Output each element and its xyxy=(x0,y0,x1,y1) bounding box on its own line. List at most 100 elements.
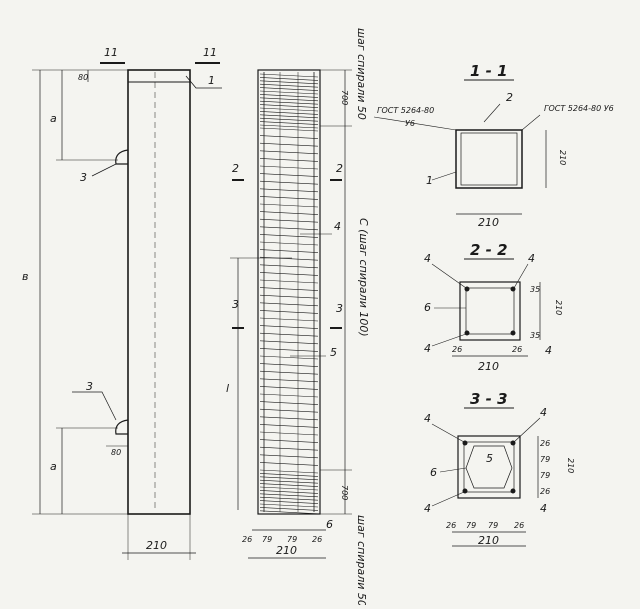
s3-leader-6 xyxy=(439,467,467,473)
lifting-hook-bottom xyxy=(115,419,129,435)
s3-bar-br xyxy=(510,488,516,494)
step-label-top: шаг спирали 50 xyxy=(355,28,368,120)
spiral-turn xyxy=(259,173,319,177)
section-2-outline xyxy=(459,281,521,341)
reinforcement-elevation: шаг спирали 50 C (шаг спирали 100) шаг с… xyxy=(226,28,370,607)
s3-callout-4-tr: 4 xyxy=(540,406,547,419)
spiral-turn xyxy=(259,100,319,105)
s3-dim-bottom-4: 26 xyxy=(514,521,524,530)
s3-callout-4-bl: 4 xyxy=(424,502,431,515)
spiral-turn xyxy=(259,90,319,95)
section-2-title: 2 - 2 xyxy=(470,241,508,259)
spiral-turn xyxy=(259,135,319,139)
s3-dim-right-total: 210 xyxy=(566,458,575,473)
section-3-label-right: 3 xyxy=(336,302,343,315)
callout-5-label: 5 xyxy=(330,346,337,359)
spiral-turn xyxy=(259,500,319,504)
s3-dim-bottom-total: 210 xyxy=(478,534,499,547)
spiral-lines xyxy=(259,73,319,515)
spiral-turn xyxy=(259,431,319,436)
s3-bar-bl xyxy=(462,488,468,494)
s2-dim-right-1: 35 xyxy=(530,285,540,294)
spiral-turn xyxy=(259,158,319,162)
s3-callout-5: 5 xyxy=(486,452,493,465)
spiral-turn xyxy=(259,348,319,352)
spiral-turn xyxy=(259,479,319,484)
spiral-turn xyxy=(259,317,319,322)
spiral-turn xyxy=(259,256,319,261)
s2-leader-tr xyxy=(513,263,529,289)
spiral-turn xyxy=(259,77,319,81)
s2-leader-bl xyxy=(431,333,467,347)
step-label-mid: C (шаг спирали 100) xyxy=(357,218,370,337)
gost-right-label: ГОСТ 5264-80 У6 xyxy=(544,104,614,113)
spiral-turn xyxy=(259,287,319,291)
section-3-outline xyxy=(457,435,521,499)
s2-dim-right-2: 210 xyxy=(554,300,563,315)
spiral-turn xyxy=(259,117,319,122)
section-1-1: 1 - 1 ГОСТ 5264-80 У6 ГОСТ 5264-80 У6 2 … xyxy=(373,62,614,229)
section-2-2: 2 - 2 4 4 4 4 6 35 210 35 26 210 26 xyxy=(424,241,563,373)
section-3-title: 3 - 3 xyxy=(470,390,508,408)
section-2-label-right: 2 xyxy=(336,162,343,175)
section-2-label-left: 2 xyxy=(232,162,239,175)
spiral-turn xyxy=(259,332,319,337)
section-3-spiral xyxy=(463,441,515,493)
s2-dim-bottom-3: 26 xyxy=(512,345,522,354)
leader-part-1 xyxy=(185,75,222,89)
spiral-turn xyxy=(259,325,319,329)
hook-bottom-label: 3 xyxy=(86,380,93,393)
s2-callout-4-tl: 4 xyxy=(424,252,431,265)
s3-callout-4-br: 4 xyxy=(540,502,547,515)
spiral-turn xyxy=(259,249,319,253)
bottom-total-label: 210 xyxy=(276,544,297,557)
spiral-turn xyxy=(259,424,319,428)
spiral-turn xyxy=(259,469,319,474)
bar-br xyxy=(510,330,516,336)
s3-callout-6: 6 xyxy=(430,466,437,479)
spiral-turn xyxy=(259,111,319,115)
dim-l-label: l xyxy=(226,382,229,395)
cut-label-left-2: 1 xyxy=(111,46,118,59)
spiral-turn xyxy=(259,150,319,155)
s3-callout-4-tl: 4 xyxy=(424,412,431,425)
section-1-title: 1 - 1 xyxy=(470,62,508,80)
bottom-dim-1: 26 xyxy=(242,535,252,544)
cut-label-left: 1 xyxy=(104,46,111,59)
section-1-callout-2: 2 xyxy=(506,91,513,104)
s2-callout-4-bl: 4 xyxy=(424,342,431,355)
spiral-turn xyxy=(259,114,319,119)
spiral-turn xyxy=(259,73,319,78)
spiral-turn xyxy=(259,279,319,284)
leader-part-1-section xyxy=(431,171,457,181)
spiral-turn xyxy=(259,94,319,98)
spiral-turn xyxy=(259,80,319,85)
s2-leader-tl xyxy=(431,263,467,289)
spiral-turn xyxy=(259,401,319,405)
spiral-turn xyxy=(259,378,319,383)
spiral-turn xyxy=(259,486,319,491)
leader-part-2 xyxy=(483,103,501,123)
spiral-turn xyxy=(259,264,319,269)
spiral-turn xyxy=(259,188,319,193)
spiral-turn xyxy=(259,462,319,466)
spiral-turn xyxy=(259,507,319,511)
s3-leader-bl xyxy=(431,491,465,507)
spiral-turn xyxy=(259,496,319,501)
lifting-hook-top xyxy=(115,149,129,165)
dim-a-bottom-label: a xyxy=(50,460,57,473)
section-1-inner xyxy=(460,132,518,186)
spiral-turn xyxy=(259,416,319,421)
dim-hook-label: 80 xyxy=(111,448,121,457)
section-1-dim-w: 210 xyxy=(478,216,499,229)
spiral-turn xyxy=(259,234,319,238)
spiral-turn xyxy=(259,490,319,494)
s2-callout-4-tr: 4 xyxy=(528,252,535,265)
spiral-turn xyxy=(259,386,319,390)
s3-dim-right-4: 26 xyxy=(540,487,550,496)
spiral-turn xyxy=(259,302,319,307)
spiral-turn xyxy=(259,510,319,515)
spiral-turn xyxy=(259,272,319,276)
s3-leader-tr xyxy=(513,417,541,443)
